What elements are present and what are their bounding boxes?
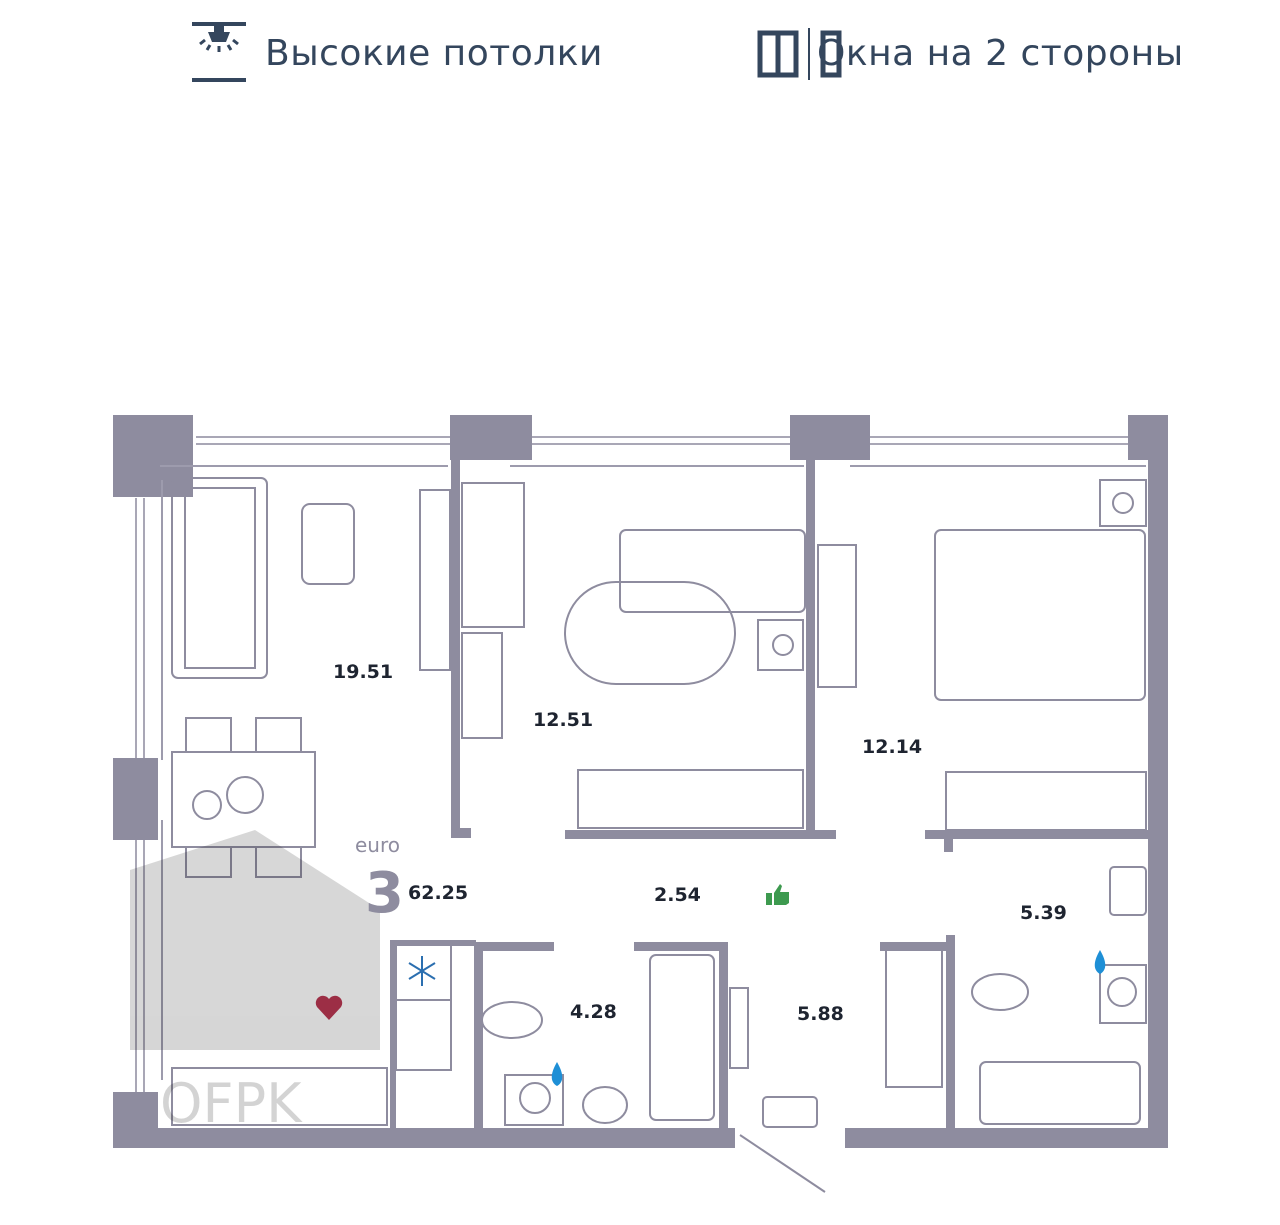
feature-label: Окна на 2 стороны <box>817 32 1184 74</box>
snowflake-icon <box>408 956 436 986</box>
total-area: 62.25 <box>408 882 468 904</box>
heart-icon <box>315 995 343 1020</box>
room-area-bedroom-1: 12.51 <box>533 709 593 731</box>
thumbs-up-icon <box>766 884 789 905</box>
room-area-corridor: 2.54 <box>654 884 701 906</box>
curtains <box>160 465 1146 1080</box>
walls <box>113 415 1168 1148</box>
watermark-logo: OFPK <box>130 830 380 1135</box>
feature-label: Высокие потолки <box>265 32 603 74</box>
room-area-bathroom-1: 4.28 <box>570 1001 617 1023</box>
room-area-bedroom-2: 12.14 <box>862 736 922 758</box>
watermark-text: OFPK <box>160 1072 303 1135</box>
type-label: euro <box>355 833 400 857</box>
water-drop-icon <box>551 1062 563 1086</box>
furniture <box>171 477 1147 1193</box>
feature-high-ceilings: Высокие потолки <box>190 18 603 88</box>
room-area-bathroom-2: 5.39 <box>1020 902 1067 924</box>
room-area-living: 19.51 <box>333 661 393 683</box>
ceiling-light-icon <box>192 22 246 82</box>
room-area-hall: 5.88 <box>797 1003 844 1025</box>
water-drop-icon <box>1094 950 1106 974</box>
two-side-windows-icon <box>757 28 842 80</box>
windows <box>135 436 1128 1092</box>
rooms-count: 3 <box>365 861 404 926</box>
feature-windows-two-sides: Окна на 2 стороны <box>755 18 1184 88</box>
